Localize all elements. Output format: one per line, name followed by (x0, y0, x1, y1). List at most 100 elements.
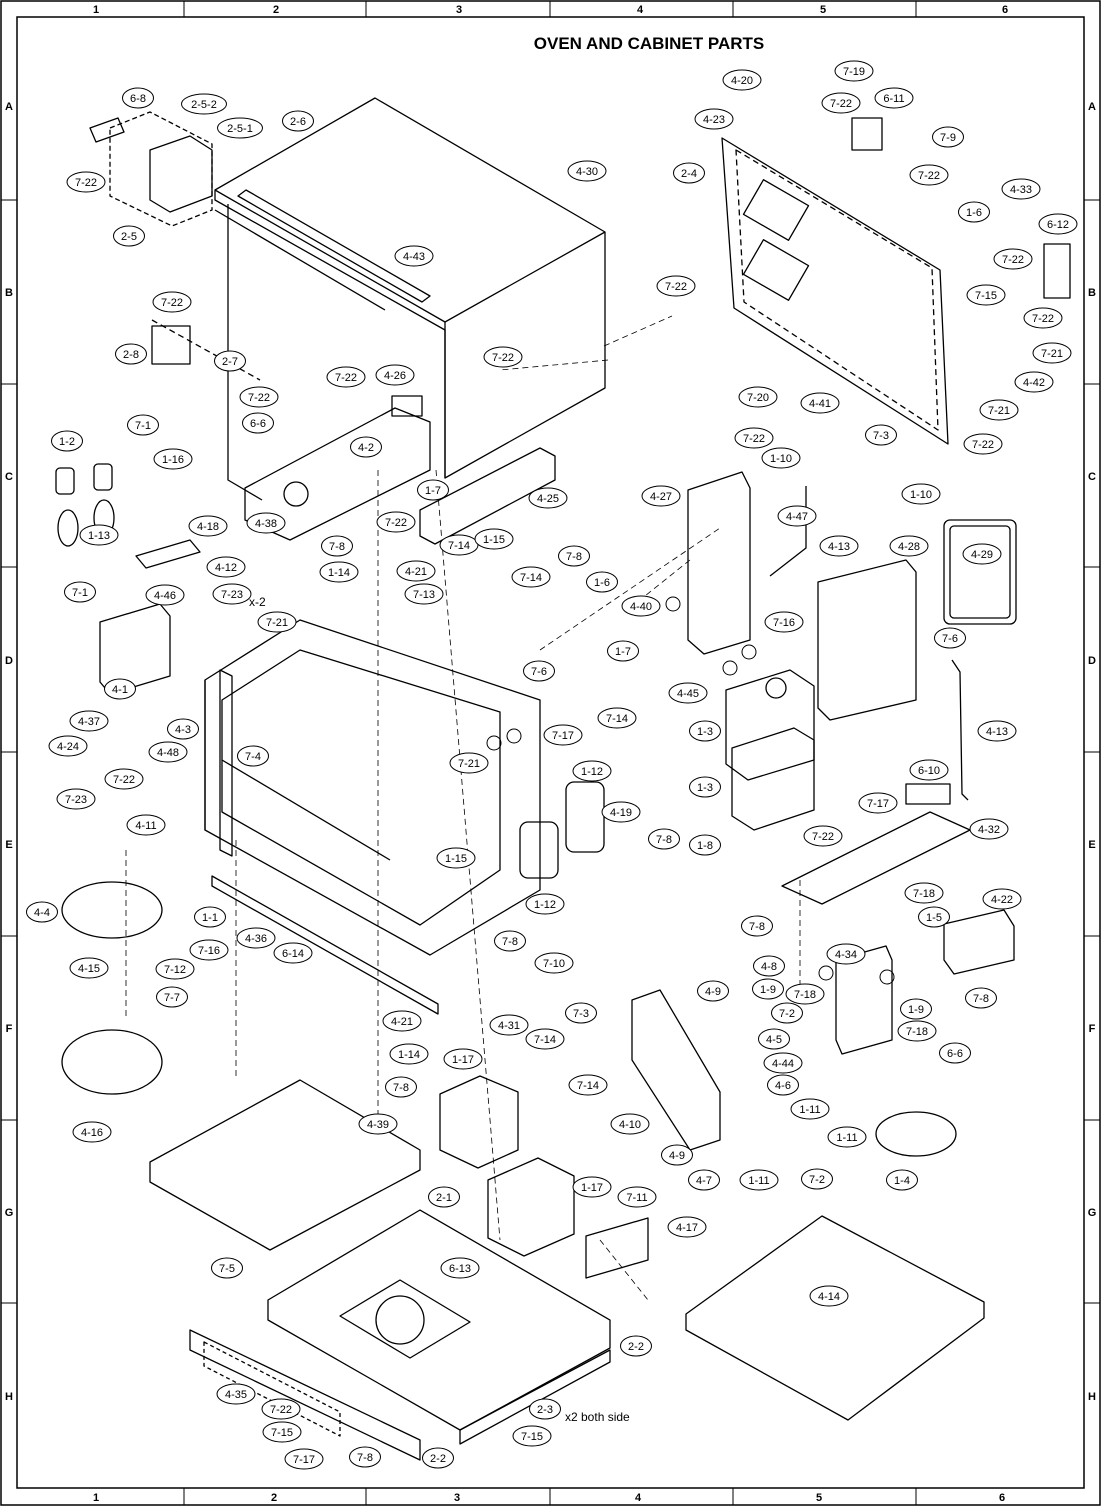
callout-label: 1-7 (425, 485, 441, 497)
col-label-5-top: 5 (820, 4, 826, 16)
callout-7-8: 7-8 (965, 987, 997, 1009)
callout-7-8: 7-8 (741, 915, 773, 937)
callout-label: 7-21 (266, 617, 288, 629)
callout-7-22: 7-22 (483, 346, 523, 368)
callout-bubble (901, 483, 941, 505)
callout-1-12: 1-12 (525, 893, 565, 915)
callout-label: 7-22 (812, 831, 834, 843)
callout-7-22: 7-22 (261, 1398, 301, 1420)
callout-7-17: 7-17 (858, 792, 898, 814)
callout-4-20: 4-20 (722, 69, 762, 91)
callout-bubble (752, 978, 784, 1000)
row-label-H-left: H (5, 1391, 13, 1403)
callout-bubble (777, 505, 817, 527)
callout-bubble (803, 825, 843, 847)
callout-label: 4-29 (971, 549, 993, 561)
callout-6-13: 6-13 (440, 1257, 480, 1279)
callout-7-5: 7-5 (211, 1257, 243, 1279)
callout-6-12: 6-12 (1038, 213, 1078, 235)
callout-4-25: 4-25 (528, 487, 568, 509)
callout-label: 7-22 (75, 177, 97, 189)
callout-1-8: 1-8 (689, 834, 721, 856)
callout-1-15: 1-15 (436, 847, 476, 869)
callout-4-6: 4-6 (767, 1074, 799, 1096)
callout-4-3: 4-3 (167, 718, 199, 740)
callout-7-19: 7-19 (834, 60, 874, 82)
callout-7-6: 7-6 (523, 660, 555, 682)
callout-label: 7-15 (975, 290, 997, 302)
callout-bubble (900, 998, 932, 1020)
callout-label: 1-5 (926, 912, 942, 924)
callout-4-19: 4-19 (601, 801, 641, 823)
callout-label: 7-21 (1041, 348, 1063, 360)
callout-label: 1-17 (581, 1182, 603, 1194)
callout-label: 2-6 (290, 116, 306, 128)
callout-bubble (865, 424, 897, 446)
callout-label: 7-19 (843, 66, 865, 78)
callout-label: 1-3 (697, 782, 713, 794)
callout-bubble (394, 245, 434, 267)
callout-4-11: 4-11 (126, 814, 166, 836)
callout-7-22: 7-22 (963, 433, 1003, 455)
callout-2-1: 2-1 (428, 1186, 460, 1208)
callout-bubble (376, 511, 416, 533)
callout-4-44: 4-44 (763, 1052, 803, 1074)
callout-label: 4-47 (786, 511, 808, 523)
callout-bubble (404, 583, 444, 605)
callout-label: 4-31 (498, 1020, 520, 1032)
callout-bubble (66, 171, 106, 193)
callout-label: 4-5 (766, 1034, 782, 1046)
callout-7-14: 7-14 (597, 707, 637, 729)
callout-label: 2-5 (121, 231, 137, 243)
callout-1-2: 1-2 (51, 430, 83, 452)
callout-bubble (568, 1074, 608, 1096)
callout-label: 4-19 (610, 807, 632, 819)
callout-bubble (962, 543, 1002, 565)
callout-7-22: 7-22 (803, 825, 843, 847)
callout-label: 7-13 (413, 589, 435, 601)
callout-bubble (217, 117, 263, 139)
callout-7-14: 7-14 (525, 1028, 565, 1050)
callout-bubble (1038, 213, 1078, 235)
callout-4-1: 4-1 (104, 678, 136, 700)
callout-bubble (543, 724, 583, 746)
callout-bubble (512, 1425, 552, 1447)
callout-bubble (396, 560, 436, 582)
callout-6-8: 6-8 (122, 87, 154, 109)
callout-4-21: 4-21 (396, 560, 436, 582)
callout-bubble (819, 535, 859, 557)
callout-7-3: 7-3 (865, 424, 897, 446)
callout-label: 7-17 (867, 798, 889, 810)
col-label-4-bottom: 4 (635, 1492, 642, 1504)
callout-label: 7-17 (552, 730, 574, 742)
callout-bubble (734, 427, 774, 449)
callout-label: 2-4 (681, 168, 697, 180)
callout-bubble (69, 957, 109, 979)
callout-label: 6-14 (282, 948, 304, 960)
callout-1-9: 1-9 (752, 978, 784, 1000)
row-label-E-left: E (5, 839, 12, 851)
callout-7-22: 7-22 (239, 386, 279, 408)
callout-label: 1-3 (697, 726, 713, 738)
callout-label: 7-22 (270, 1404, 292, 1416)
callout-4-26: 4-26 (375, 364, 415, 386)
callout-4-37: 4-37 (69, 710, 109, 732)
callout-label: 7-8 (566, 551, 582, 563)
callout-7-8: 7-8 (349, 1446, 381, 1468)
callout-4-43: 4-43 (394, 245, 434, 267)
callout-1-14: 1-14 (319, 561, 359, 583)
callout-bubble (126, 814, 166, 836)
callout-bubble (236, 927, 276, 949)
leaders (125, 315, 801, 1301)
callout-label: 1-14 (328, 567, 350, 579)
callout-bubble (809, 1285, 849, 1307)
callout-label: 7-22 (918, 170, 940, 182)
callout-label: 7-6 (531, 666, 547, 678)
callout-bubble (104, 678, 136, 700)
callout-bubble (422, 1447, 454, 1469)
callout-7-9: 7-9 (932, 126, 964, 148)
callout-bubble (966, 284, 1006, 306)
callout-bubble (188, 515, 228, 537)
callout-1-6: 1-6 (586, 571, 618, 593)
callout-2-5-1: 2-5-1 (217, 117, 263, 139)
